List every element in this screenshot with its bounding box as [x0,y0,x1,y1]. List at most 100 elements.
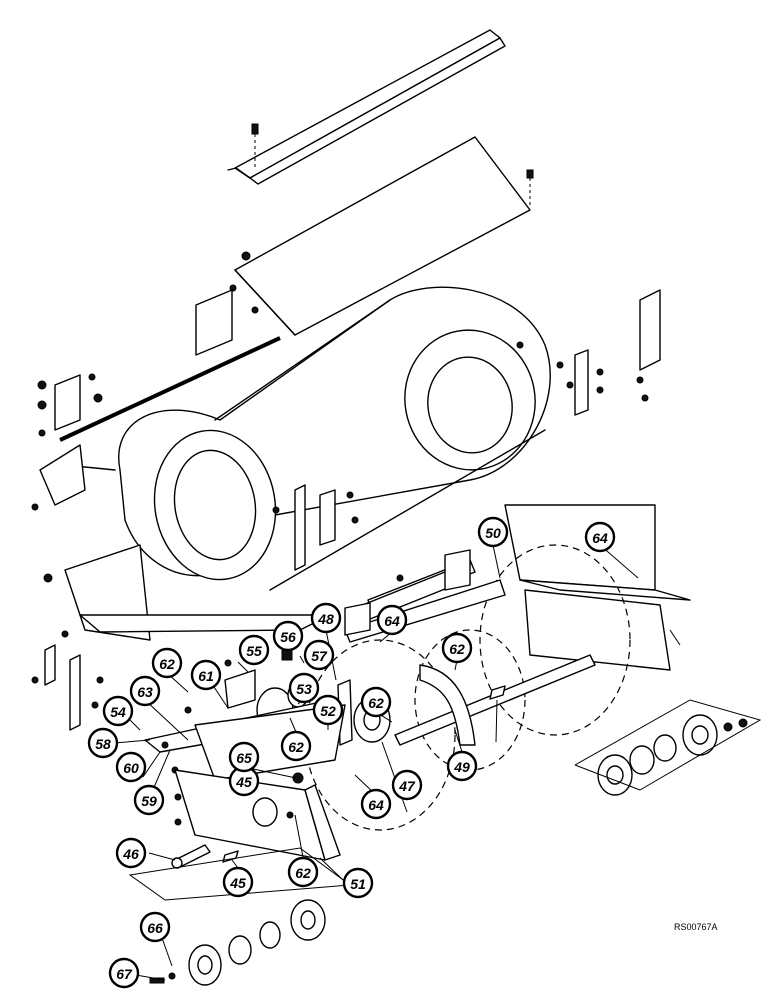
callout-62: 62 [441,632,473,664]
callout-64: 64 [376,604,408,636]
left-end-bracket [37,373,103,506]
callout-59: 59 [133,784,165,816]
callout-label: 65 [236,750,252,766]
drum-housing [64,286,551,591]
callout-61: 61 [190,659,222,691]
callout-label: 64 [592,530,608,546]
callout-circle [312,694,344,726]
callout-47: 47 [391,769,423,801]
callout-label: 62 [295,865,311,881]
callout-label: 62 [288,739,304,755]
upper-rod-assembly [344,549,471,636]
callout-55: 55 [238,634,270,666]
callout-label: 62 [449,641,465,657]
bottom-bearing-assembly [149,899,326,986]
callout-circle [441,632,473,664]
callout-48: 48 [310,602,342,634]
callout-52: 52 [312,694,344,726]
callout-label: 61 [198,668,214,684]
right-bearing-assembly [574,699,762,796]
lower-plate-51 [174,769,341,861]
callout-66: 66 [139,911,171,943]
callout-63: 63 [129,675,161,707]
callout-67: 67 [108,957,140,989]
callout-62: 62 [280,730,312,762]
callout-58: 58 [87,727,119,759]
callout-circle [115,837,147,869]
callout-65: 65 [228,741,260,773]
callout-circle [129,675,161,707]
callout-circle [222,866,254,898]
callout-circle [238,634,270,666]
callout-circle [303,639,335,671]
callout-group: 50 64 48 55 56 57 61 62 53 62 64 52 63 54 62 58 62 60 45 49… [87,516,616,989]
callout-circle [108,957,140,989]
callout-circle [115,751,147,783]
callout-circle [151,647,183,679]
callout-56: 56 [272,620,304,652]
callout-circle [139,911,171,943]
upper-cover-part [229,136,534,336]
callout-circle [272,620,304,652]
blade-49 [419,664,476,746]
callout-54: 54 [102,695,134,727]
callout-51: 51 [342,867,374,899]
callout-62: 62 [287,856,319,888]
callout-circle [584,521,616,553]
callout-label: 62 [368,695,384,711]
callout-label: 46 [122,846,139,862]
callout-64: 64 [584,521,616,553]
top-rail-part [227,29,506,185]
callout-label: 53 [296,681,312,697]
key-45 [489,685,506,700]
callout-label: 45 [229,875,246,891]
callout-57: 57 [303,639,335,671]
callout-circle [360,788,392,820]
left-vertical-strap [31,644,104,731]
callout-circle [342,867,374,899]
callout-label: 64 [368,797,384,813]
callout-label: 63 [137,684,153,700]
callout-label: 57 [311,648,328,664]
callout-circle [190,659,222,691]
callout-label: 55 [246,643,262,659]
callout-45: 45 [222,866,254,898]
callout-50: 50 [477,516,509,548]
callout-60: 60 [115,751,147,783]
callout-label: 66 [147,920,163,936]
callout-circle [87,727,119,759]
callout-label: 48 [317,611,334,627]
callout-label: 45 [235,774,252,790]
callout-label: 49 [453,759,470,775]
callout-circle [376,604,408,636]
lower-left-panel [31,503,331,641]
left-upper-bracket [195,289,259,356]
callout-circle [133,784,165,816]
callout-46: 46 [115,837,147,869]
callout-circle [280,730,312,762]
callout-49: 49 [446,750,478,782]
right-upper-brackets [516,289,661,416]
lower-panel-52 [144,699,346,784]
callout-circle [360,686,392,718]
callout-label: 52 [320,703,336,719]
callout-circle [477,516,509,548]
callout-label: 47 [398,778,416,794]
callout-circle [310,602,342,634]
callout-62: 62 [151,647,183,679]
callout-53: 53 [288,672,320,704]
reference-code: RS00767A [674,922,718,932]
callout-circle [446,750,478,782]
callout-label: 67 [116,966,133,982]
callout-64: 64 [360,788,392,820]
callout-label: 54 [110,704,126,720]
callout-label: 50 [485,525,501,541]
callout-circle [391,769,423,801]
callout-label: 62 [159,656,175,672]
callout-circle [287,856,319,888]
callout-label: 59 [141,793,157,809]
callout-circle [288,672,320,704]
right-hopper [504,504,691,671]
center-brackets [272,484,359,571]
